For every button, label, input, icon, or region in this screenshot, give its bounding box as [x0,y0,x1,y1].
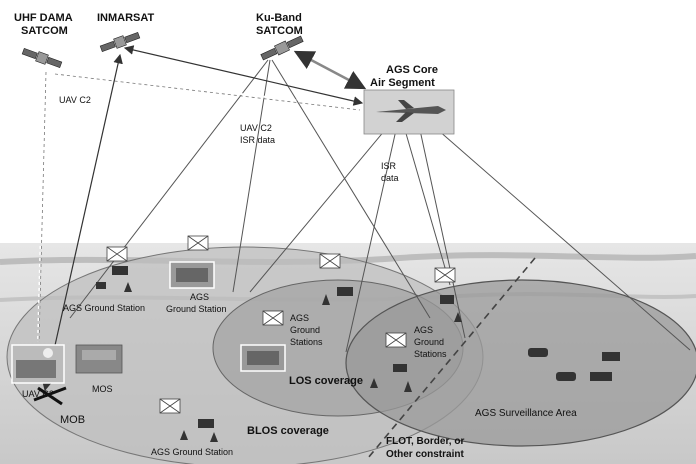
flot-label-line1: FLOT, Border, or [386,436,464,447]
uav-c2-ground-label: UAV C2 [22,389,54,399]
unit-symbol-left [106,246,128,262]
ground-stations-los-label-line3: Stations [290,337,323,347]
ground-station-bottom-label: AGS Ground Station [151,447,233,457]
surveillance-area-label: AGS Surveillance Area [475,408,577,419]
inmarsat-link [42,53,123,392]
los-coverage-label: LOS coverage [289,375,363,387]
unit-symbol-center [187,235,209,251]
mob-crossed-icon [33,386,67,406]
ags-ground-station-shelter [169,261,215,289]
ku-band-label-line1: Ku-Band [256,12,302,24]
ground-station-center-label-line2: Ground Station [166,304,227,314]
ground-stations-los-label-line1: AGS [290,313,309,323]
isr-data-label-line2: data [381,173,399,183]
uav-c2-dotted-link [54,71,361,109]
unit-symbol-right-top [434,267,456,283]
ku-band-satellite-icon [260,35,304,61]
uav-c2-isr-label-line2: ISR data [240,135,275,145]
air-segment-label-line2: Air Segment [370,77,435,89]
ground-station-left-label: AGS Ground Station [63,303,145,313]
flot-line [367,257,536,459]
unit-symbol-right-low [385,332,407,348]
uav-c2-ground-image [11,344,65,384]
uav-c2-isr-label-line1: UAV C2 [240,123,272,133]
ku-band-label-line2: SATCOM [256,25,303,37]
ku-air-link [293,50,367,90]
ground-stations-right-label-line1: AGS [414,325,433,335]
unit-symbol-los-left [262,310,284,326]
mos-label: MOS [92,384,113,394]
inmarsat-satellite-icon [99,31,141,53]
los-ground-station-shelter [240,344,286,372]
blos-coverage-label: BLOS coverage [247,425,329,437]
unit-symbol-bottom [159,398,181,414]
uav-c2-link-label: UAV C2 [59,95,91,105]
air-segment-label-line1: AGS Core [386,64,438,76]
uhf-satcom-label-line1: UHF DAMA [14,12,73,24]
uhf-satellite-icon [21,47,63,69]
flot-label-line2: Other constraint [386,449,464,460]
ground-stations-right-label-line2: Ground [414,337,444,347]
uhf-satcom-label-line2: SATCOM [21,25,68,37]
isr-data-lines [249,129,451,293]
inmarsat-air-link [123,45,364,106]
air-segment-sensor-lines [345,129,691,353]
ground-stations-right-label-line3: Stations [414,349,447,359]
ground-stations-los-label-line2: Ground [290,325,320,335]
isr-data-label-line1: ISR [381,161,397,171]
air-segment-image [363,89,455,135]
surveillance-area [345,279,696,447]
unit-symbol-los-top [319,253,341,269]
mob-label: MOB [60,414,85,426]
mos-image [75,344,123,374]
inmarsat-label: INMARSAT [97,12,155,24]
ground-station-center-label-line1: AGS [190,292,209,302]
ground-vehicles [96,266,620,442]
